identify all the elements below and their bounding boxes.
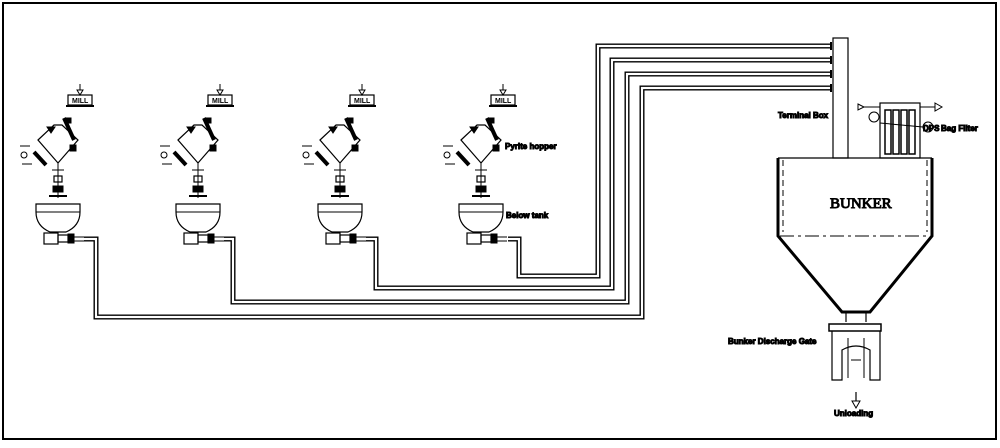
- terminal-box: [832, 37, 849, 159]
- feeder-units: MILL MILL MILL MILL: [20, 84, 517, 245]
- label-bunker-discharge-gate: Bunker Discharge Gate: [728, 337, 817, 346]
- label-bunker: BUNKER: [830, 196, 892, 212]
- bunker-vessel: [776, 157, 934, 322]
- conveying-pipes: [84, 42, 832, 320]
- mill-label: MILL: [495, 98, 512, 105]
- label-below-tank: Below tank: [506, 211, 549, 220]
- feeder-unit: MILL: [20, 84, 94, 245]
- label-terminal-box: Terminal Box: [778, 111, 829, 120]
- label-unloading: Unloading: [834, 409, 873, 418]
- bag-filter: [857, 102, 944, 159]
- label-dps: DPS: [923, 124, 940, 133]
- feeder-unit: MILL: [443, 84, 517, 245]
- diagram-border: [2, 2, 997, 440]
- mill-label: MILL: [212, 98, 229, 105]
- mill-label: MILL: [354, 98, 371, 105]
- feeder-unit: MILL: [160, 84, 234, 245]
- feeder-unit: MILL: [302, 84, 376, 245]
- label-pyrite-hopper: Pyrite hopper: [505, 142, 557, 151]
- bunker-discharge-gate: [828, 323, 882, 410]
- mill-label: MILL: [72, 98, 89, 105]
- label-bag-filter: Bag Filter: [941, 124, 978, 133]
